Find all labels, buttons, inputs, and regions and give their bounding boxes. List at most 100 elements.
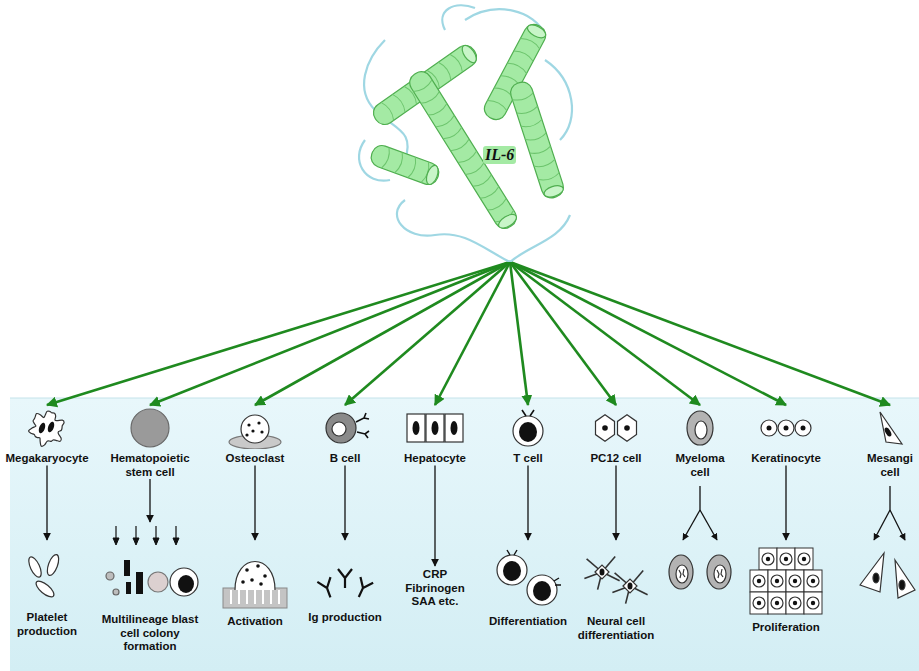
illustration-part xyxy=(889,486,890,510)
cell-label: Hematopoietic stem cell xyxy=(106,452,194,479)
panel-edge xyxy=(10,398,919,399)
cell-label: Proliferation xyxy=(744,621,828,635)
myeloma-fork xyxy=(683,486,717,540)
illustration-part xyxy=(113,538,119,545)
illustration-part xyxy=(508,80,566,201)
illustration-part xyxy=(525,22,547,40)
cell-label: PC12 cell xyxy=(580,452,652,466)
illustration-part xyxy=(445,414,463,442)
cell-drawing xyxy=(213,542,297,612)
illustration-part xyxy=(173,538,179,545)
illustration-part xyxy=(245,568,249,572)
neural-icon xyxy=(584,557,647,604)
illustration-part xyxy=(497,555,527,585)
illustration-part xyxy=(178,575,194,593)
kera-icon xyxy=(761,420,811,436)
illustration-part xyxy=(230,590,232,604)
illustration-part xyxy=(278,590,280,604)
illustration-part xyxy=(126,582,131,594)
signal-arrow xyxy=(435,262,510,405)
illustration-part xyxy=(512,93,534,103)
illustration-part xyxy=(262,590,264,604)
signal-arrow xyxy=(510,262,890,405)
illustration-part xyxy=(624,425,630,431)
illustration-part xyxy=(436,115,456,129)
cell-drawing xyxy=(862,407,918,449)
illustration-part xyxy=(883,426,892,437)
illustration-part xyxy=(777,548,795,570)
illustration-part xyxy=(45,553,61,577)
cell-label: Multilineage blast cell colony formation xyxy=(98,613,202,654)
illustration-part xyxy=(595,565,609,579)
signal-arrow xyxy=(47,262,510,405)
cell-drawing xyxy=(106,407,194,449)
illustration-part xyxy=(789,597,801,609)
blast-icon xyxy=(106,526,198,596)
illustration-part xyxy=(762,553,774,565)
illustration-part xyxy=(487,98,508,111)
illustration-part xyxy=(241,415,269,443)
illustration-part xyxy=(458,151,478,165)
cell-label: Activation xyxy=(213,615,297,629)
illustration-part xyxy=(480,187,500,201)
illustration-part xyxy=(260,430,263,433)
illustration-part xyxy=(786,570,804,592)
ig-icon xyxy=(317,569,373,600)
illustration-part xyxy=(669,555,693,589)
illustration-part xyxy=(545,60,572,140)
illustration-part xyxy=(438,61,453,81)
illustration-part xyxy=(46,421,55,433)
cell-drawing xyxy=(345,0,585,262)
target-cell: T cell xyxy=(496,405,560,466)
cell-drawing xyxy=(3,407,91,449)
illustration-part xyxy=(507,61,528,74)
illustration-part xyxy=(707,555,731,589)
target-cell: Hepatocyte xyxy=(394,405,476,466)
illustration-part xyxy=(256,564,260,568)
cell-response: Multilineage blast cell colony formation xyxy=(98,522,202,654)
response-arrow xyxy=(615,466,616,541)
illustration-part xyxy=(793,579,797,583)
illustration-part xyxy=(170,568,198,596)
myeloma-daughter-cells xyxy=(669,555,731,589)
illustration-part xyxy=(352,577,373,600)
illustration-part xyxy=(759,548,777,570)
bcell-icon xyxy=(326,413,369,443)
illustration-part xyxy=(247,423,250,426)
illustration-part xyxy=(775,601,779,605)
response-arrow xyxy=(434,466,435,567)
hepa-icon xyxy=(407,414,463,442)
illustration-part xyxy=(517,106,539,116)
illustration-part xyxy=(784,557,788,561)
illustration-part xyxy=(450,52,465,72)
illustration-part xyxy=(510,215,570,262)
cell-drawing xyxy=(98,524,202,610)
illustration-part xyxy=(317,577,337,600)
cell-drawing xyxy=(496,407,560,449)
signal-arrow xyxy=(255,262,510,405)
illustration-part xyxy=(628,583,633,590)
illustration-part xyxy=(250,578,254,582)
cell-label: Osteoclast xyxy=(212,452,298,466)
target-cell: Keratinocyte xyxy=(744,405,828,466)
illustration-part xyxy=(488,198,508,212)
cell-label: Platelet production xyxy=(5,611,89,638)
illustration-part xyxy=(780,553,792,565)
illustration-part xyxy=(406,68,520,232)
illustration-part xyxy=(148,572,168,592)
illustration-part xyxy=(618,415,637,441)
illustration-part xyxy=(795,420,811,436)
cell-response: Neural cell differentiation xyxy=(574,540,658,642)
illustration-part xyxy=(766,557,770,561)
target-cell: PC12 cell xyxy=(580,405,652,466)
target-cell: Osteoclast xyxy=(212,405,298,466)
illustration-part xyxy=(424,164,440,186)
illustration-part xyxy=(750,592,768,614)
illustration-part xyxy=(26,555,43,579)
illustration-part xyxy=(352,577,373,600)
illustration-part xyxy=(807,575,819,587)
illustration-part xyxy=(793,601,797,605)
illustration-part xyxy=(521,119,543,129)
illustration-part xyxy=(695,421,707,439)
illustration-part xyxy=(241,580,245,584)
